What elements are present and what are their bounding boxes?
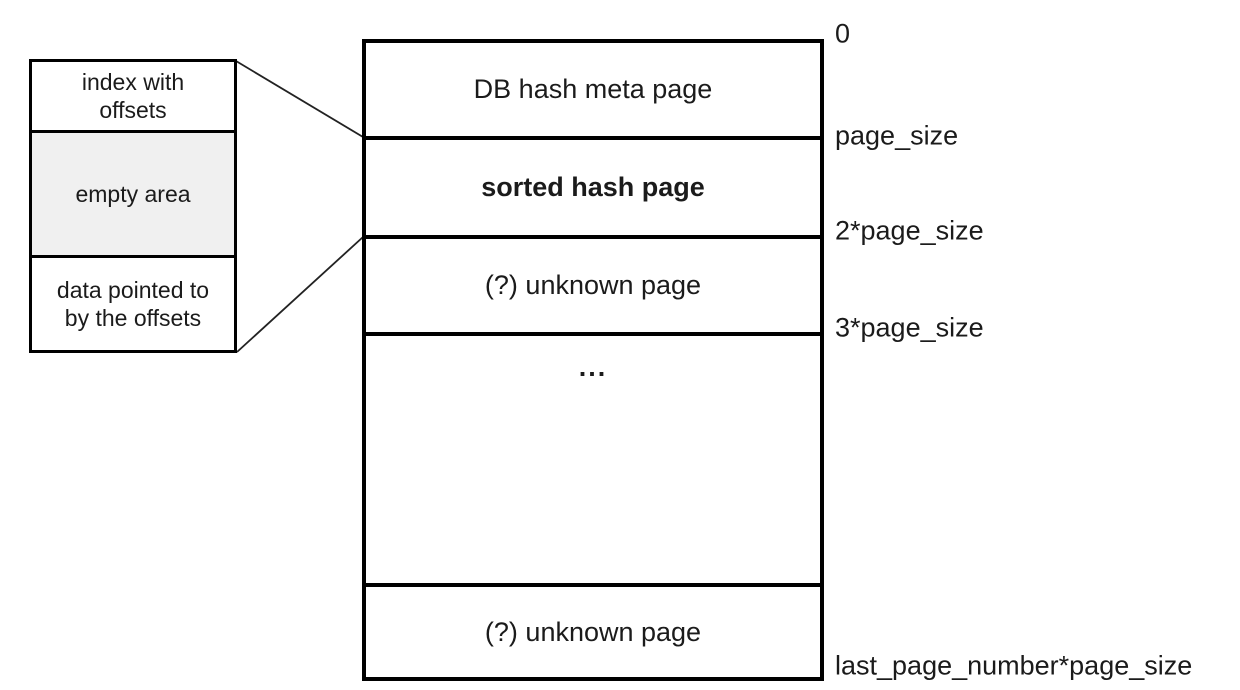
offset-label-0: 0: [835, 18, 851, 49]
connector-line-bottom: [236, 236, 364, 353]
page-row-label: (?) unknown page: [484, 616, 702, 647]
offset-label-last-page: last_page_number*page_size: [835, 650, 1193, 681]
page-row-label: DB hash meta page: [473, 74, 713, 104]
page-row-label: sorted hash page: [481, 172, 705, 202]
sorted-hash-page-detail-box: index with offsets empty area data point…: [29, 59, 237, 353]
detail-section-empty-area: empty area: [32, 130, 234, 255]
detail-section-data-pointed-to: data pointed to by the offsets: [32, 255, 234, 350]
offset-label-page-size: page_size: [835, 120, 959, 151]
page-row-unknown-page-last: (?) unknown page: [366, 583, 820, 677]
page-row-label: (?) unknown page: [484, 270, 702, 300]
db-file-pages-box: DB hash meta page sorted hash page (?) u…: [362, 39, 824, 681]
ellipsis-label: ...: [578, 352, 608, 382]
detail-section-label: empty area: [75, 180, 191, 207]
detail-section-index-with-offsets: index with offsets: [32, 62, 234, 130]
page-row-sorted-hash-page: sorted hash page: [366, 136, 820, 235]
offset-label-2x-page-size: 2*page_size: [835, 215, 984, 246]
detail-section-label: data pointed to by the offsets: [56, 276, 210, 331]
page-row-unknown-page-1: (?) unknown page: [366, 235, 820, 332]
connector-line-top: [235, 60, 364, 138]
detail-section-label: index with offsets: [81, 68, 185, 123]
page-row-meta-page: DB hash meta page: [366, 43, 820, 136]
page-row-ellipsis: ...: [366, 332, 820, 583]
offset-label-3x-page-size: 3*page_size: [835, 312, 984, 343]
